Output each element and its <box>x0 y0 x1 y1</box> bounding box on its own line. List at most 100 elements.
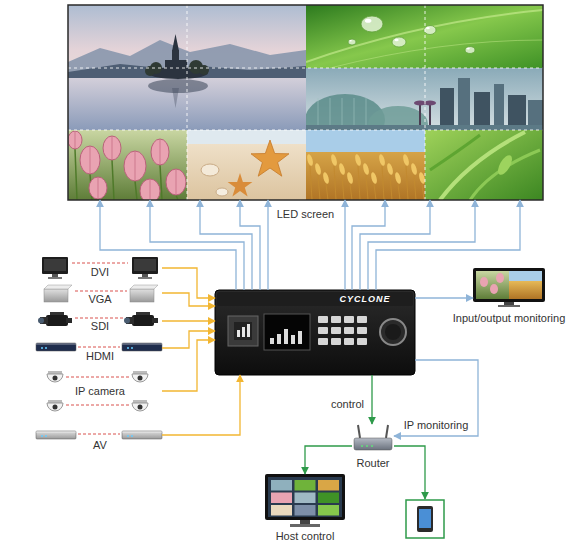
leaf-vein <box>330 40 543 68</box>
grass-blade <box>440 132 525 200</box>
sky <box>187 130 306 144</box>
indicator-light <box>131 435 133 437</box>
wheat-stalk <box>310 166 312 200</box>
petal-line <box>150 179 151 200</box>
wheat-stalk <box>390 175 392 200</box>
connector-label: IP monitoring <box>402 419 471 432</box>
node-label: HDMI <box>86 350 114 363</box>
blossom <box>490 284 498 294</box>
indicator-light <box>127 347 129 349</box>
thumbnail <box>271 493 292 504</box>
blossom <box>140 179 160 200</box>
seed-head <box>495 153 515 177</box>
blossom <box>89 177 107 199</box>
petal-line <box>90 146 91 174</box>
router-light <box>361 445 363 447</box>
pair-link <box>66 377 129 378</box>
blossom <box>166 169 186 195</box>
drop-highlight <box>349 40 351 42</box>
blossom <box>103 136 121 160</box>
connector <box>162 293 215 306</box>
pair-link <box>72 263 128 264</box>
panel-button <box>357 327 367 334</box>
connector <box>240 200 260 290</box>
wheat-stalk <box>398 184 400 200</box>
router-light <box>371 445 373 447</box>
connector <box>100 200 236 290</box>
vga-box-top <box>130 285 158 289</box>
thumbnail <box>271 480 292 491</box>
thumbnail <box>295 493 316 504</box>
monitoring-display: Input/output monitoring <box>473 268 545 307</box>
building <box>440 88 454 130</box>
panel-seam <box>68 68 543 69</box>
camera-lens <box>53 405 58 410</box>
av-box-icon <box>122 431 162 439</box>
panel-button <box>331 338 341 345</box>
indicator-light <box>131 347 133 349</box>
panel-button <box>318 338 328 345</box>
lcd-bar <box>247 324 250 337</box>
dome-camera-icon <box>47 403 63 411</box>
controller-display <box>264 314 310 350</box>
thumbnail <box>295 505 316 516</box>
monitor-icon <box>473 268 545 302</box>
wheat-ear <box>362 163 370 176</box>
water-drop <box>348 39 356 45</box>
display-bar <box>284 329 288 344</box>
wheat-ear <box>370 172 378 185</box>
connector <box>344 200 345 290</box>
blossom <box>68 131 82 149</box>
wheat-ear <box>322 172 330 185</box>
camera-lens <box>53 376 58 381</box>
wheat-ear <box>306 154 314 167</box>
box-top <box>36 343 76 345</box>
connector <box>371 375 372 424</box>
monitor-stand <box>52 274 58 277</box>
panel-button <box>344 327 354 334</box>
indicator-light <box>127 435 129 437</box>
grass <box>425 130 543 200</box>
monitor-icon <box>265 474 345 520</box>
connector <box>162 375 240 435</box>
supertree-top <box>424 101 436 106</box>
hdmi-source: HDMI <box>36 340 162 364</box>
wheat-ear <box>410 163 418 176</box>
monitor-icon <box>132 257 158 274</box>
sdi-source: SDI <box>36 310 162 334</box>
vga-source: VGA <box>38 283 162 307</box>
wheat-stalk <box>358 166 360 200</box>
petal-line <box>135 151 136 181</box>
wheat-stalk <box>350 184 352 200</box>
flower-ground <box>68 130 187 200</box>
wheat-ear <box>386 163 394 176</box>
blossom <box>124 151 146 181</box>
church-tower <box>172 50 179 70</box>
wheat-ear <box>354 154 362 167</box>
drop-highlight <box>394 39 398 42</box>
camera-lens <box>138 376 143 381</box>
starfish <box>228 173 253 197</box>
pair-link <box>75 291 127 292</box>
wheat-stalk <box>406 166 408 200</box>
thumbnail <box>318 480 339 491</box>
vga-box-icon <box>130 289 154 302</box>
shell <box>201 164 219 176</box>
wheat-ear <box>378 154 386 167</box>
monitor-stand <box>142 274 148 277</box>
node-label: SDI <box>91 320 109 333</box>
wheat-ear <box>402 154 410 167</box>
monitor-screen <box>44 259 66 271</box>
wheat-stalk <box>334 166 336 200</box>
wheat-field <box>306 130 425 200</box>
controller-top-strip <box>217 292 413 306</box>
connector <box>376 200 520 290</box>
camcorder-icon <box>132 315 154 326</box>
node-label: LED screen <box>277 208 334 221</box>
connector-label: control <box>329 398 366 411</box>
connector <box>162 340 215 391</box>
wheat-ear <box>418 172 425 185</box>
panel-button <box>331 327 341 334</box>
lcd-face <box>234 322 252 340</box>
petal-line <box>75 131 76 149</box>
